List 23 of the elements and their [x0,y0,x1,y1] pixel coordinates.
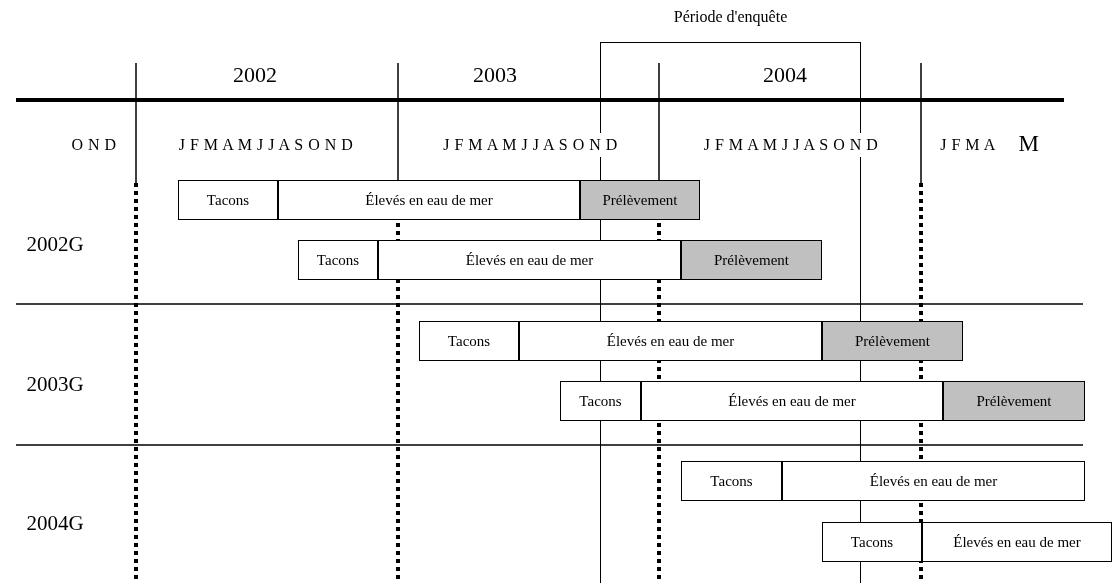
year-label: 2003 [472,61,518,89]
seawater-rearing-bar: Élevés en eau de mer [922,522,1112,562]
parr-stage-bar: Tacons [178,180,278,220]
seawater-rearing-bar: Élevés en eau de mer [519,321,822,361]
seawater-rearing-bar: Élevés en eau de mer [782,461,1085,501]
seawater-rearing-bar: Élevés en eau de mer [278,180,580,220]
parr-stage-bar: Tacons [560,381,641,421]
period-heading: Période d'enquête [672,8,789,26]
cohort-label: 2003G [25,370,85,398]
parr-stage-bar: Tacons [822,522,922,562]
sampling-bar: Prélèvement [943,381,1085,421]
seawater-rearing-bar: Élevés en eau de mer [378,240,681,280]
parr-stage-bar: Tacons [681,461,782,501]
parr-stage-bar: Tacons [298,240,378,280]
parr-stage-bar: Tacons [419,321,519,361]
year-label: 2004 [762,61,808,89]
sampling-bar: Prélèvement [681,240,822,280]
cohort-label: 2002G [25,230,85,258]
sampling-bar: Prélèvement [822,321,963,361]
seawater-rearing-bar: Élevés en eau de mer [641,381,943,421]
year-label: 2002 [232,61,278,89]
sampling-bar: Prélèvement [580,180,700,220]
cohort-label: 2004G [25,509,85,537]
